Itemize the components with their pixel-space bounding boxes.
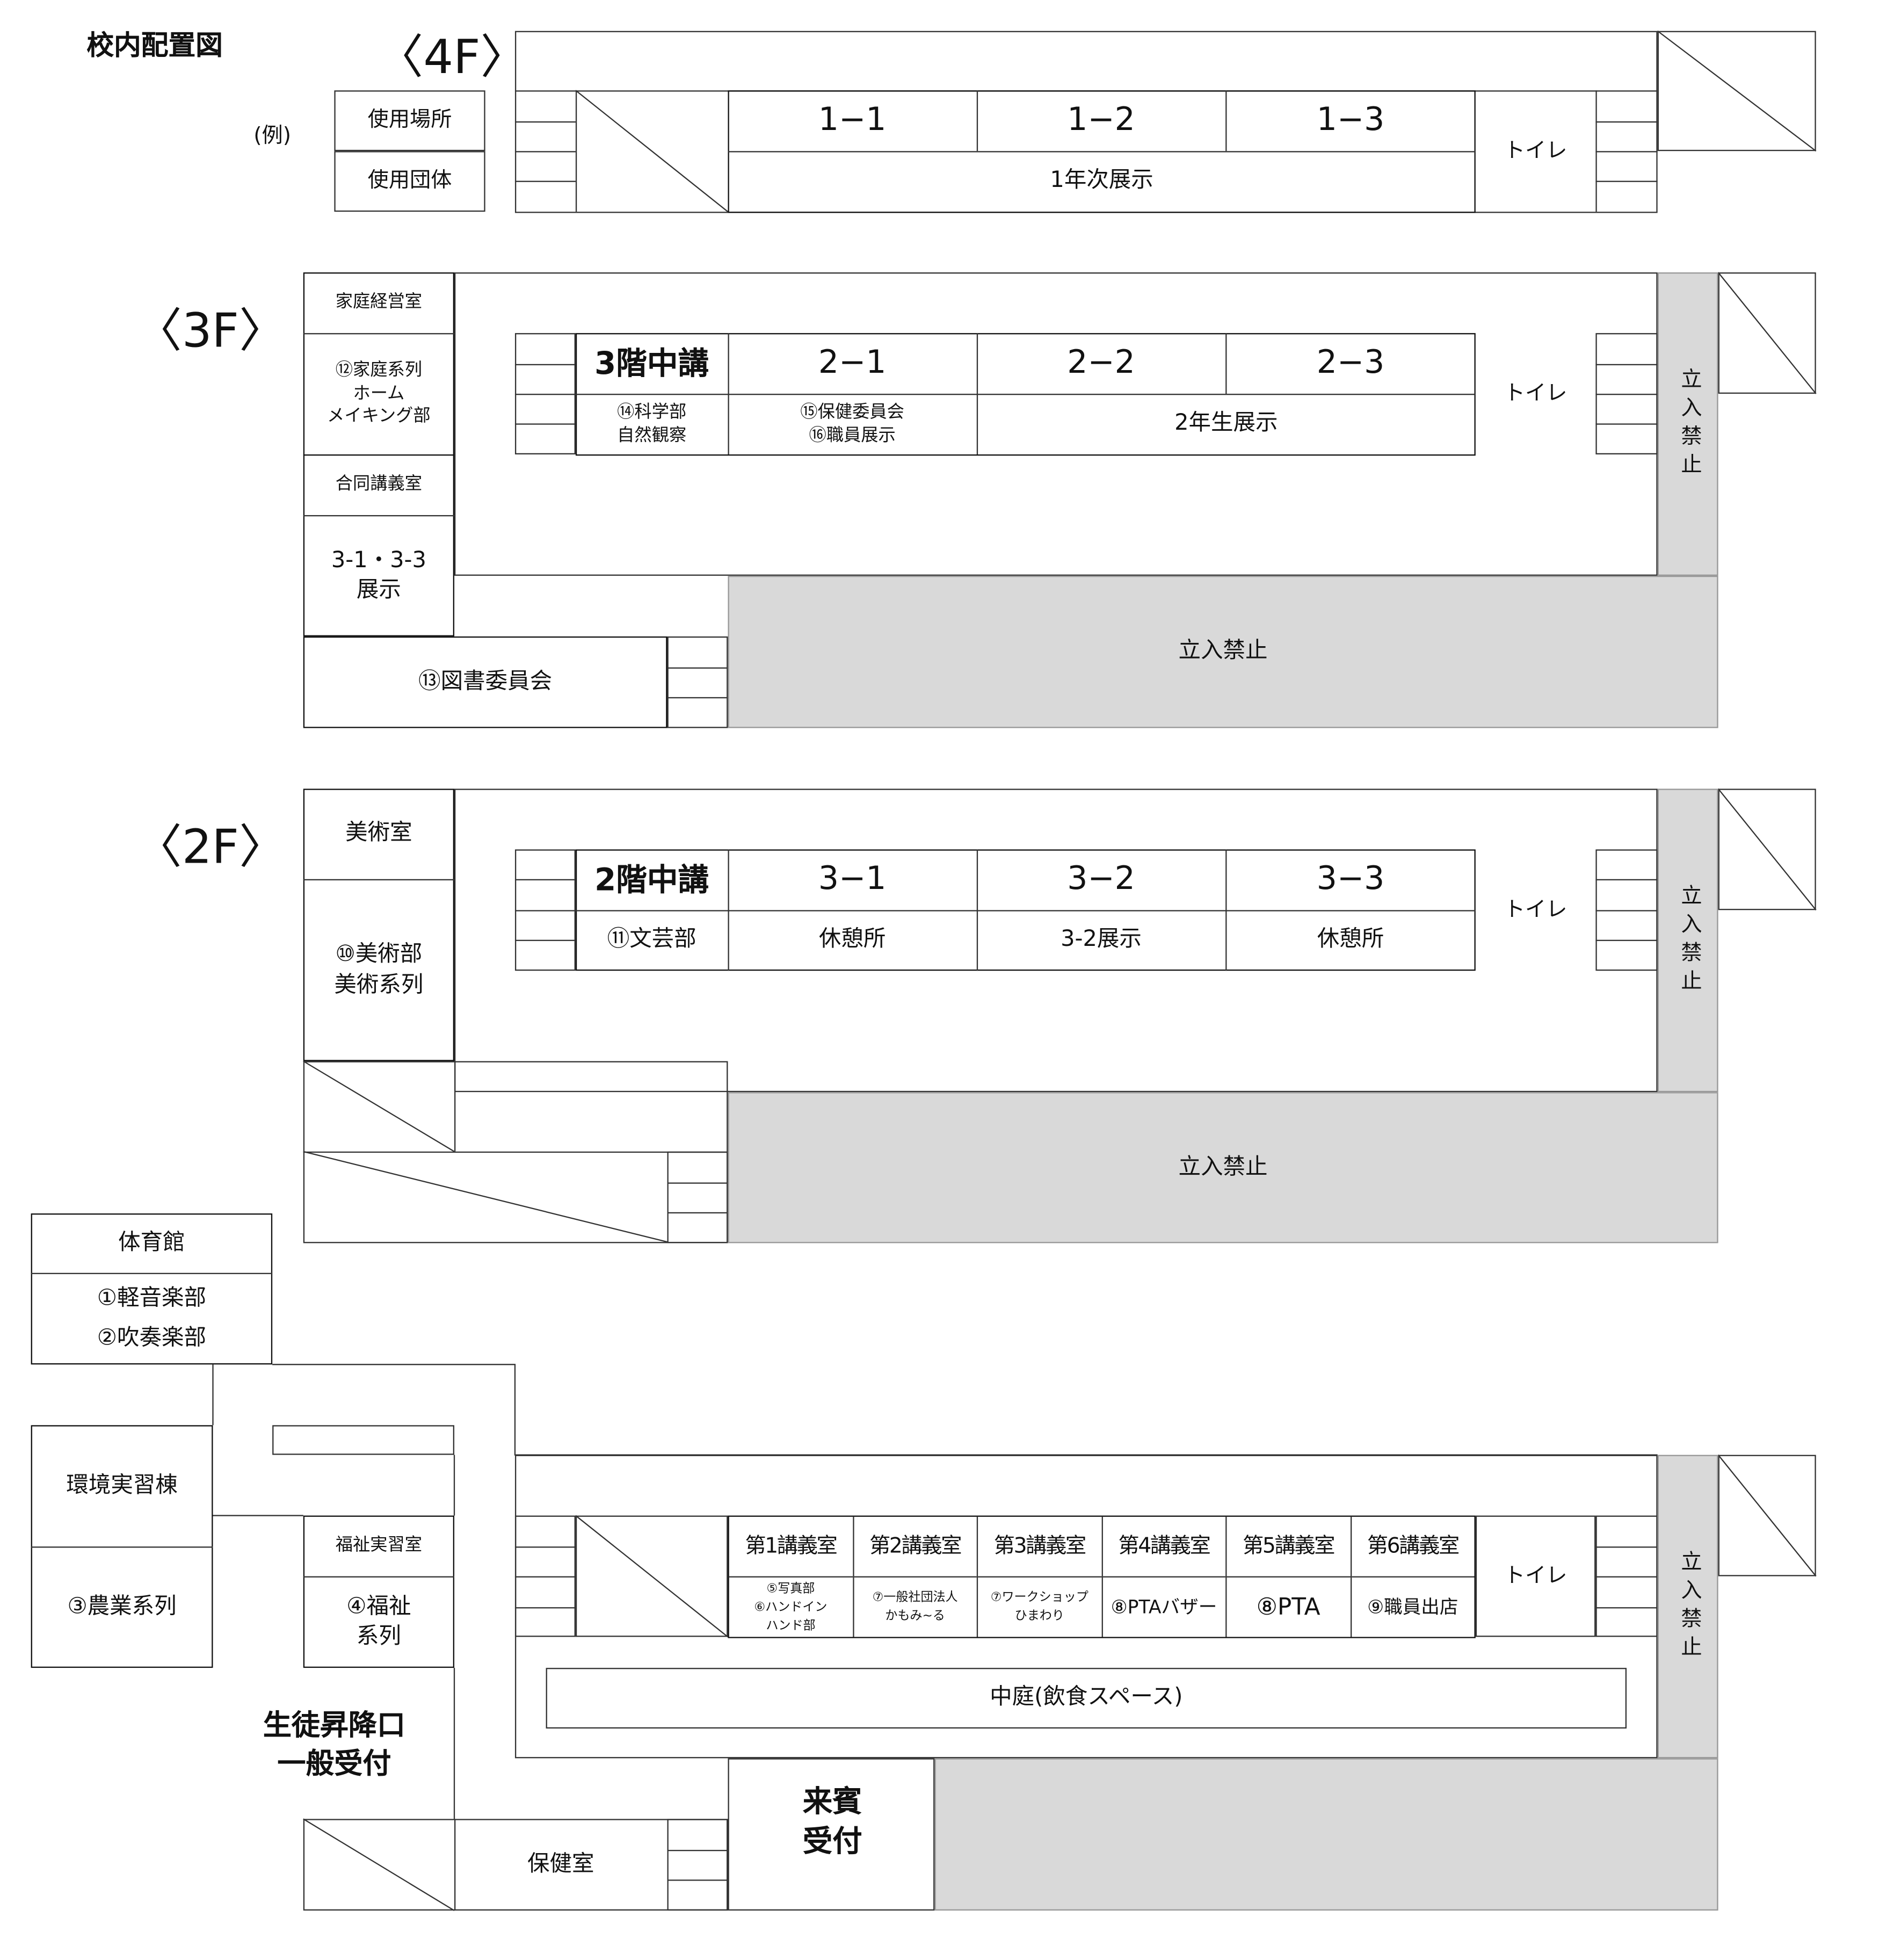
lecture-room-3: 第3講義室 ⑦ワークショップ ひまわり (976, 1516, 1101, 1637)
room-use: ⑦一般社団法人 かもみ~る (872, 1591, 958, 1624)
floor-2-label: 〈2F〉 (135, 819, 286, 874)
room-use: ⑤写真部 ⑥ハンドイン ハンド部 (754, 1581, 828, 1633)
room-1-2: 1−2 (1067, 101, 1135, 139)
legend-place: 使用場所 (334, 90, 485, 151)
room-use: ⑦ワークショップ ひまわり (990, 1591, 1088, 1624)
gymnasium (31, 1213, 273, 1365)
stairs (1595, 333, 1658, 455)
no-entry-vertical: 立入禁止 (1657, 272, 1718, 576)
lecture-room-2: 第2講義室 ⑦一般社団法人 かもみ~る (852, 1516, 977, 1637)
stairs (667, 1819, 728, 1911)
art-room (303, 789, 455, 1061)
art-room-use: ⑩美術部 美術系列 (334, 941, 424, 997)
home-economics-room: 家庭経営室 (335, 292, 423, 313)
room-use: ⑧PTA (1256, 1593, 1320, 1621)
no-entry-vertical: 立入禁止 (1657, 1455, 1718, 1759)
room-2-3: 2−3 (1316, 344, 1385, 381)
joint-lecture-use: 3-1・3-3 展示 (331, 547, 426, 603)
room-name: 第1講義室 (729, 1517, 853, 1578)
no-entry-area: 立入禁止 (728, 1092, 1718, 1243)
welfare-label: 福祉実習室 (335, 1535, 423, 1556)
room-name: 第4講義室 (1102, 1517, 1226, 1578)
1st-year-exhibit: 1年次展示 (1050, 167, 1153, 194)
toilet: トイレ (1504, 138, 1568, 163)
environment-label: 環境実習棟 (66, 1472, 178, 1498)
room-use: 休憩所 (1317, 927, 1384, 953)
health-room: 保健室 (527, 1850, 594, 1877)
room-2-1: 2−1 (818, 344, 887, 381)
no-entry-area (934, 1758, 1718, 1911)
walkway (272, 1425, 455, 1455)
stairs (514, 333, 576, 455)
legend-group: 使用団体 (334, 151, 485, 212)
gym-use: ①軽音楽部 ②吹奏楽部 (97, 1284, 206, 1351)
room-1-3: 1−3 (1316, 101, 1385, 139)
room-3-1: 3−1 (818, 860, 887, 898)
room-name: 第3講義室 (978, 1517, 1101, 1578)
map-title: 校内配置図 (86, 31, 223, 62)
lecture-room-6: 第6講義室 ⑨職員出店 (1349, 1516, 1475, 1637)
environment-use: ③農業系列 (67, 1593, 177, 1619)
student-entrance-reception: 生徒昇降口 一般受付 (263, 1710, 405, 1781)
room-2f-middle-lecture: 2階中講 (594, 861, 709, 898)
no-entry-area: 立入禁止 (728, 575, 1718, 728)
stairs (575, 1515, 728, 1637)
floor-3-label: 〈3F〉 (135, 303, 286, 358)
welfare-room (303, 1515, 455, 1668)
toilet: トイレ (1504, 380, 1568, 406)
room-use: 3-2展示 (1061, 927, 1142, 953)
stairs (1718, 789, 1816, 910)
room-use: ⑮保健委員会 ⑯職員展示 (800, 402, 904, 445)
no-entry-vertical: 立入禁止 (1657, 789, 1718, 1093)
stairs (667, 636, 728, 728)
room-name: 第5講義室 (1227, 1517, 1350, 1578)
floor-3-west-wing (303, 272, 455, 637)
room-use: ⑪文芸部 (607, 927, 696, 953)
room-1-1: 1−1 (818, 101, 887, 139)
room-name: 第6講義室 (1351, 1517, 1475, 1578)
room-use: ⑭科学部 自然観察 (617, 402, 687, 445)
legend-prefix: (例) (253, 123, 292, 148)
joint-lecture-room: 合同講義室 (335, 474, 423, 494)
2nd-year-exhibit: 2年生展示 (1174, 410, 1278, 437)
home-economics-use: ⑫家庭系列 ホーム メイキング部 (327, 360, 431, 426)
stairs (667, 1151, 728, 1243)
room-3-3: 3−3 (1316, 860, 1385, 898)
toilet: トイレ (1504, 897, 1568, 922)
gym-label: 体育館 (118, 1229, 185, 1256)
room-3-2: 3−2 (1067, 860, 1135, 898)
room-2-2: 2−2 (1067, 344, 1135, 381)
guest-reception: 来賓 受付 (728, 1758, 935, 1911)
art-room-label: 美術室 (345, 820, 412, 847)
stairs (1657, 31, 1816, 151)
lecture-room-4: 第4講義室 ⑧PTAバザー (1101, 1516, 1226, 1637)
stairs (1718, 272, 1816, 394)
room-use: ⑧PTAバザー (1111, 1595, 1217, 1618)
library-committee: ⑬図書委員会 (303, 636, 667, 728)
courtyard: 中庭(飲食スペース) (546, 1668, 1627, 1729)
room-use: ⑨職員出店 (1367, 1595, 1458, 1618)
toilet: トイレ (1475, 1515, 1596, 1637)
stairs (1718, 1455, 1816, 1576)
room-use: 休憩所 (818, 927, 886, 953)
floor-4-label: 〈4F〉 (376, 30, 528, 85)
room-name: 第2講義室 (853, 1517, 977, 1578)
lecture-room-5: 第5講義室 ⑧PTA (1225, 1516, 1350, 1637)
welfare-use: ④福祉 系列 (346, 1593, 411, 1650)
room-3f-middle-lecture: 3階中講 (594, 345, 709, 381)
